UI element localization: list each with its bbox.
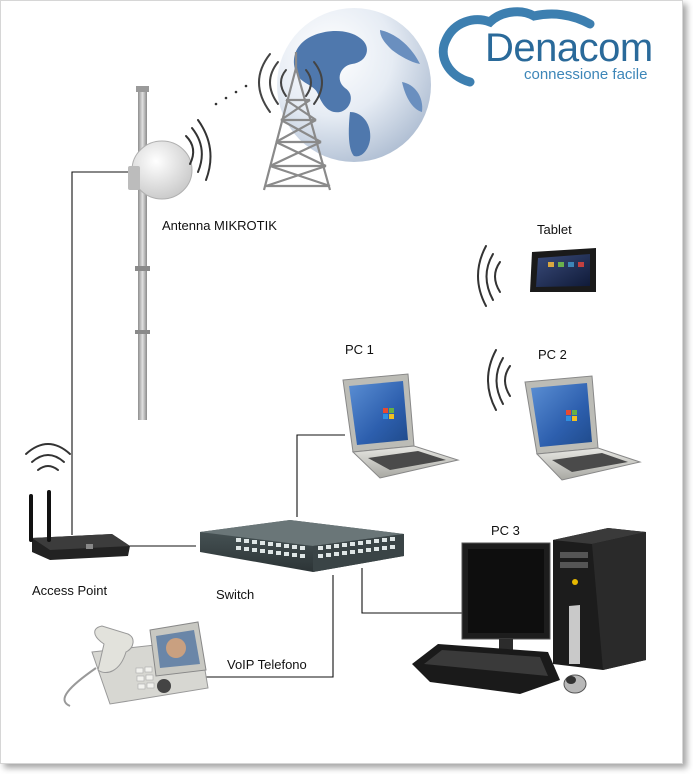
- ap-wifi-waves: [25, 443, 71, 471]
- label-switch: Switch: [216, 587, 255, 602]
- antenna-icon: [128, 86, 193, 420]
- tower-signal-waves: [258, 53, 323, 113]
- tablet-icon: [530, 248, 596, 292]
- label-pc1: PC 1: [345, 342, 374, 357]
- desktop-pc-icon: [412, 528, 646, 694]
- logo-wordmark: Denacom: [485, 26, 653, 70]
- tablet-wifi-waves: [477, 245, 501, 307]
- label-tablet: Tablet: [537, 222, 572, 237]
- voip-phone-icon: [63, 621, 209, 707]
- globe-icon: [277, 8, 431, 162]
- label-antenna: Antenna MIKROTIK: [162, 218, 277, 233]
- logo-icon: [438, 7, 595, 87]
- cable-antenna-ap: [71, 171, 135, 535]
- label-pc2: PC 2: [538, 347, 567, 362]
- switch-icon: [200, 520, 404, 572]
- access-point-icon: [29, 490, 130, 560]
- radio-tower-icon: [262, 52, 332, 191]
- logo-tagline: connessione facile: [524, 66, 648, 83]
- label-voip: VoIP Telefono: [227, 657, 307, 672]
- laptop-icon: [524, 375, 642, 481]
- cable-switch-pc1: [296, 434, 345, 517]
- cables: [71, 171, 467, 678]
- cable-switch-phone: [206, 575, 334, 678]
- laptop-icon: [342, 373, 460, 479]
- label-pc3: PC 3: [491, 523, 520, 538]
- switch-ports: [236, 537, 395, 558]
- signal-dots: [214, 84, 248, 106]
- pc2-wifi-waves: [487, 349, 511, 411]
- label-access-point: Access Point: [32, 583, 108, 598]
- cable-switch-pc3: [361, 568, 467, 614]
- wifi-waves-icon: [185, 119, 212, 181]
